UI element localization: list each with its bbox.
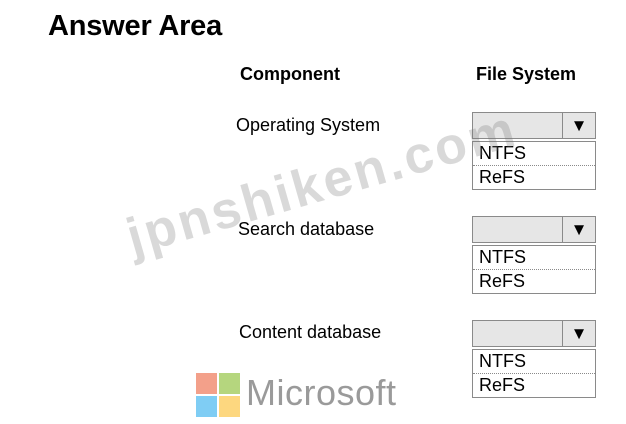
dropdown-options: NTFS ReFS [472, 141, 596, 190]
option-refs[interactable]: ReFS [473, 373, 595, 397]
logo-square-blue [196, 396, 217, 417]
dropdown-header[interactable]: ▼ [472, 112, 596, 139]
logo-square-red [196, 373, 217, 394]
dropdown-options: NTFS ReFS [472, 349, 596, 398]
triangle-down-icon[interactable]: ▼ [562, 217, 595, 242]
option-refs[interactable]: ReFS [473, 269, 595, 293]
dropdown-header[interactable]: ▼ [472, 320, 596, 347]
triangle-down-icon[interactable]: ▼ [562, 113, 595, 138]
row-label-operating-system: Operating System [236, 115, 381, 135]
file-system-column-header: File System [476, 64, 577, 84]
dropdown-header[interactable]: ▼ [472, 216, 596, 243]
dropdown-search-database[interactable]: ▼ NTFS ReFS [472, 216, 596, 294]
option-refs[interactable]: ReFS [473, 165, 595, 189]
logo-square-yellow [219, 396, 240, 417]
logo-square-green [219, 373, 240, 394]
triangle-down-icon[interactable]: ▼ [562, 321, 595, 346]
dropdown-content-database[interactable]: ▼ NTFS ReFS [472, 320, 596, 398]
dropdown-operating-system[interactable]: ▼ NTFS ReFS [472, 112, 596, 190]
row-label-content-database: Content database [239, 322, 382, 342]
option-ntfs[interactable]: NTFS [479, 247, 526, 267]
dropdown-options: NTFS ReFS [472, 245, 596, 294]
component-column-header: Component [240, 64, 340, 84]
microsoft-logo-icon [196, 373, 240, 417]
answer-area-title: Answer Area [48, 10, 223, 42]
option-ntfs[interactable]: NTFS [479, 143, 526, 163]
option-ntfs[interactable]: NTFS [479, 351, 526, 371]
row-label-search-database: Search database [238, 219, 375, 239]
microsoft-wordmark: Microsoft [246, 372, 397, 413]
